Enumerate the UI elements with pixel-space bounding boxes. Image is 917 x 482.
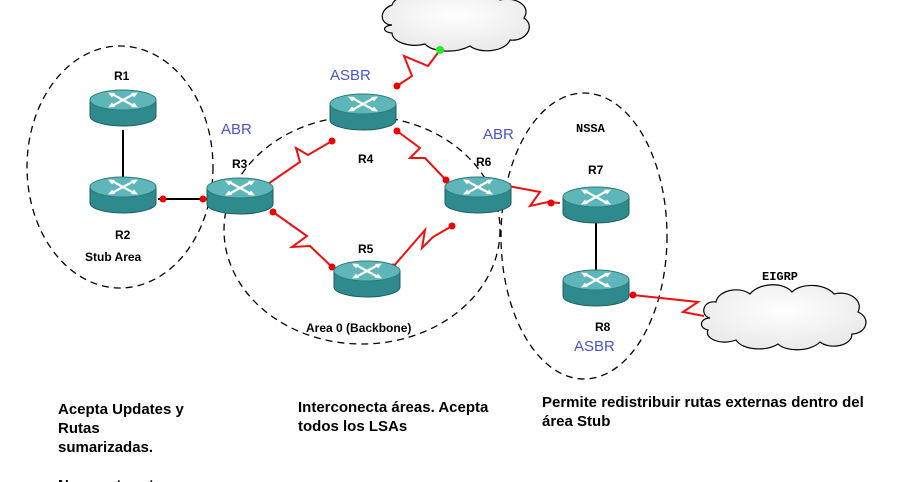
stub-area-boundary <box>26 45 214 289</box>
router-r5-label: R5 <box>358 242 374 256</box>
area-nssa-label: NSSA <box>576 122 606 136</box>
endpoint-dot <box>159 195 167 203</box>
area-backbone-label: Area 0 (Backbone) <box>306 321 411 335</box>
link-r3-r5 <box>272 211 333 268</box>
link-r4-cloud <box>396 49 441 87</box>
endpoint-dot <box>199 195 207 203</box>
endpoint-dot <box>328 263 336 271</box>
area-stub-label: Stub Area <box>85 250 142 264</box>
router-r5-icon[interactable] <box>332 259 402 299</box>
router-r7-label: R7 <box>588 163 604 177</box>
link-r4-r6 <box>396 130 447 181</box>
endpoint-dot <box>328 137 336 145</box>
link-r8-cloud <box>632 294 705 317</box>
router-r2-label: R2 <box>115 228 131 242</box>
router-r2-icon[interactable] <box>88 175 158 215</box>
router-r3-icon[interactable] <box>205 176 275 216</box>
stub-area-note: Acepta Updates y Rutas sumarizadas. No a… <box>58 401 184 482</box>
router-r3-label: R3 <box>232 157 248 171</box>
backbone-area-note: Interconecta áreas. Acepta todos los LSA… <box>298 399 489 435</box>
router-r4-icon[interactable] <box>328 92 398 132</box>
role-abr-r3: ABR <box>221 121 252 138</box>
role-abr-r6: ABR <box>483 126 514 143</box>
role-asbr-r8: ASBR <box>574 338 615 355</box>
router-r1-icon[interactable] <box>88 88 158 128</box>
endpoint-dot <box>448 222 456 230</box>
router-r8-label: R8 <box>595 320 611 334</box>
nssa-area-boundary <box>500 92 668 380</box>
backbone-area-boundary <box>223 115 501 345</box>
link-r5-r6 <box>392 225 453 268</box>
endpoint-dot <box>442 176 450 184</box>
area-eigrp-label: EIGRP <box>762 270 798 284</box>
endpoint-dot-active <box>436 46 444 54</box>
endpoint-dot <box>269 208 277 216</box>
external-cloud-top <box>381 0 530 52</box>
router-r6-label: R6 <box>476 155 492 169</box>
nssa-area-note: Permite redistribuir rutas externas dent… <box>542 394 864 430</box>
link-r3-r4 <box>264 140 333 187</box>
role-asbr-r4: ASBR <box>330 67 371 84</box>
router-r7-icon[interactable] <box>561 185 631 225</box>
eigrp-cloud <box>700 284 867 351</box>
endpoint-dot <box>629 291 637 299</box>
router-r8-icon[interactable] <box>561 268 631 308</box>
endpoint-dot <box>393 82 401 90</box>
router-r6-icon[interactable] <box>443 175 513 215</box>
endpoint-dot <box>393 127 401 135</box>
endpoint-dot <box>547 199 555 207</box>
router-r1-label: R1 <box>114 69 130 83</box>
router-r4-label: R4 <box>358 152 374 166</box>
